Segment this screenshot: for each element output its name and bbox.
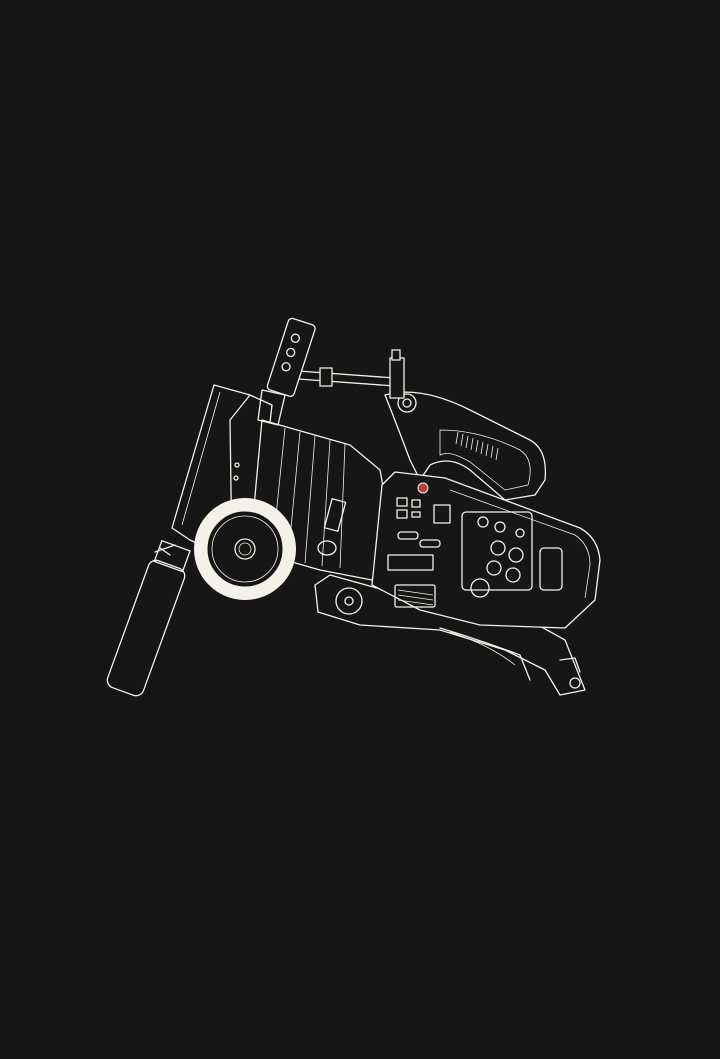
monitor (266, 317, 316, 397)
camera-body (371, 471, 601, 629)
follow-focus-wheel (194, 498, 296, 600)
hand-grip (106, 540, 191, 697)
grip-rosette (154, 544, 176, 556)
small-gear-wheel (335, 587, 363, 615)
monitor-arm (297, 349, 405, 399)
record-button (417, 482, 429, 494)
monitor-mount (257, 389, 286, 426)
